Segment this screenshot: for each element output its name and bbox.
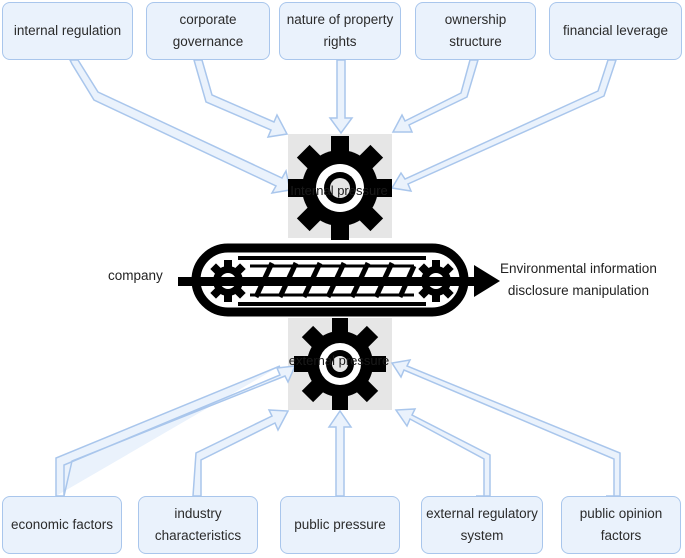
financial-leverage-box: financial leverage xyxy=(549,2,682,60)
arrow-financial-leverage xyxy=(390,59,618,192)
external-gear-icon xyxy=(294,318,386,410)
economic-factors-box: economic factors xyxy=(2,496,122,554)
external-pressure-label: external pressure xyxy=(288,353,390,368)
flow-arrow xyxy=(178,265,500,297)
arrow-corporate-governance xyxy=(193,59,289,138)
arrow-external-regulatory xyxy=(394,408,491,497)
arrow-industry-characteristics xyxy=(192,409,290,497)
company-label: company xyxy=(108,268,163,283)
corporate-governance-box: corporate governance xyxy=(146,2,270,60)
output-label: Environmental information disclosure man… xyxy=(500,261,657,298)
nature-of-property-rights-box: nature of property rights xyxy=(279,2,401,60)
arrow-public-opinion xyxy=(390,359,621,497)
internal-pressure-label: Internal pressure xyxy=(290,183,388,198)
internal-gear-icon xyxy=(288,136,392,240)
public-pressure-box: public pressure xyxy=(280,496,400,554)
arrow-public-pressure xyxy=(327,409,353,497)
ownership-structure-box: ownership structure xyxy=(415,2,536,60)
industry-characteristics-box: industry characteristics xyxy=(138,496,258,554)
internal-regulation-box: internal regulation xyxy=(2,2,133,60)
arrow-internal-regulation xyxy=(68,59,291,194)
arrow-nature-property-rights xyxy=(328,59,354,135)
arrow-ownership-structure xyxy=(391,59,480,133)
external-regulatory-system-box: external regulatory system xyxy=(421,496,543,554)
public-opinion-factors-box: public opinion factors xyxy=(561,496,681,554)
